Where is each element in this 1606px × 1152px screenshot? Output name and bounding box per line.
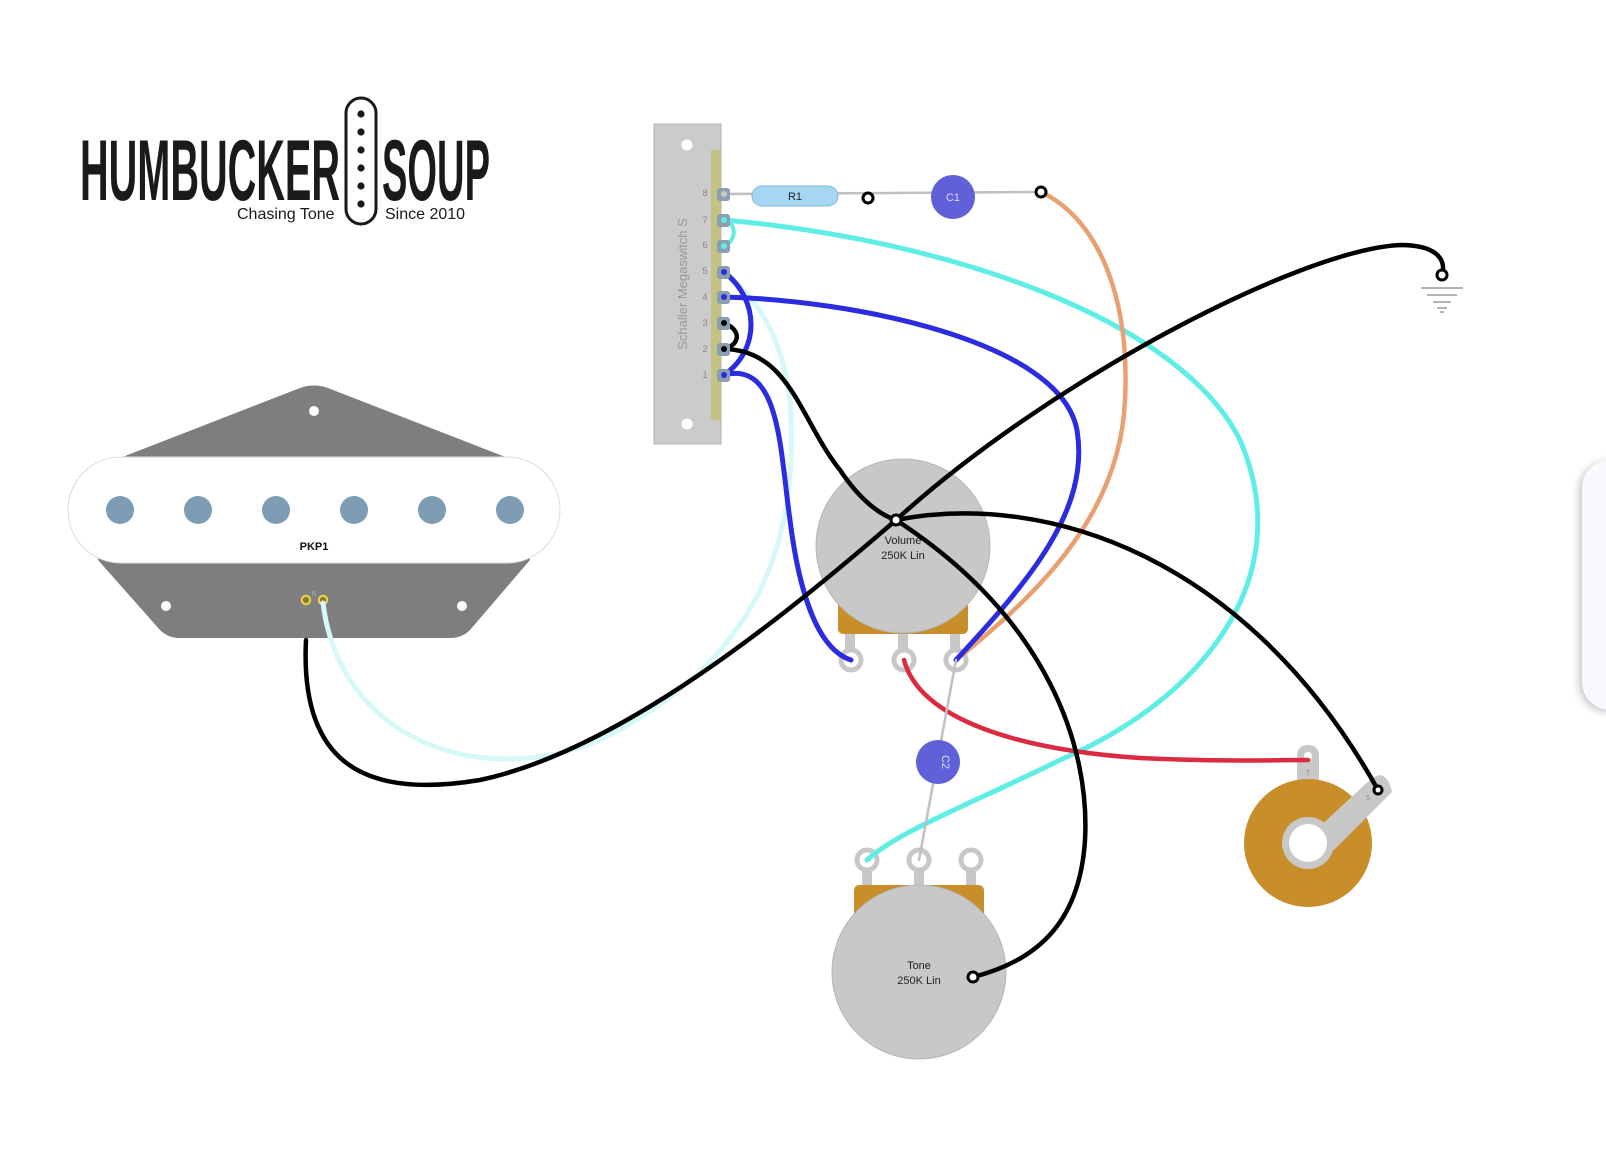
volume-pot-body <box>815 458 991 634</box>
switch-pins[interactable] <box>717 188 730 382</box>
pole-piece-icon <box>262 496 290 524</box>
pin-label: 1 <box>702 370 707 380</box>
jack-center-hole <box>1289 824 1327 862</box>
mount-hole-right <box>457 601 467 611</box>
solder-point <box>861 191 875 205</box>
volume-pot[interactable]: Volume 250K Lin <box>815 458 991 673</box>
pickup-label: PKP1 <box>300 541 329 553</box>
capacitor-c1[interactable]: C1 <box>931 175 975 219</box>
volume-pot-name: Volume <box>885 535 922 547</box>
resistor-body <box>751 185 839 207</box>
logo-pickup-poles-icon <box>357 110 365 208</box>
capacitor-label: C2 <box>939 755 951 769</box>
pin-label: 2 <box>702 344 707 354</box>
wire-orange[interactable] <box>953 189 1128 663</box>
ground-icon <box>1421 287 1463 313</box>
logo-brand-right: SOUP <box>382 123 490 219</box>
switch-mount-hole <box>681 418 693 430</box>
pole-piece-icon <box>496 496 524 524</box>
tone-lugs <box>862 860 976 900</box>
wire-blue[interactable] <box>721 294 1082 663</box>
mount-hole-top <box>309 406 319 416</box>
tone-lug-3[interactable] <box>958 847 984 873</box>
pole-piece-icon <box>184 496 212 524</box>
megaswitch[interactable]: Schaller Megaswitch S 8 7 6 5 4 3 2 1 <box>653 123 722 445</box>
tone-pot[interactable]: Tone 250K Lin <box>831 847 1007 1060</box>
wire-black[interactable] <box>303 242 1446 788</box>
logo-tagline-left: Chasing Tone <box>237 206 335 223</box>
pole-piece-icon <box>106 496 134 524</box>
jack-sleeve-lug <box>1318 775 1392 850</box>
capacitor-c2[interactable]: C2 <box>916 740 960 784</box>
solder-point <box>966 970 980 984</box>
tone-pot-value: 250K Lin <box>897 975 940 987</box>
capacitor-body <box>916 740 960 784</box>
pin-label: 7 <box>702 215 707 225</box>
logo-tagline-right: Since 2010 <box>385 206 465 223</box>
wire-red[interactable] <box>901 657 1311 763</box>
pickup-cover <box>67 456 561 564</box>
tone-pot-name: Tone <box>907 960 931 972</box>
wire-black[interactable] <box>721 346 899 523</box>
wires <box>303 189 1446 980</box>
jack-sleeve-label: S <box>1366 795 1371 802</box>
pickup-lead-terminal[interactable] <box>300 594 312 606</box>
solder-point <box>1372 784 1384 796</box>
logo-pickup-outline <box>344 96 378 226</box>
wire-blue[interactable] <box>721 370 854 663</box>
wire-light-cyan[interactable] <box>320 269 794 762</box>
pin-label: 6 <box>702 240 707 250</box>
pin-label: 8 <box>702 188 707 198</box>
solder-point <box>889 513 903 527</box>
wire-blue-jumper[interactable] <box>721 269 754 378</box>
jack-tip-label: T <box>1306 770 1311 777</box>
tone-pot-body <box>831 884 1007 1060</box>
switch-contact-strip <box>711 150 721 420</box>
pole-piece-icon <box>340 496 368 524</box>
side-panel-handle[interactable] <box>1582 460 1606 710</box>
switch-body <box>653 123 722 445</box>
resistor-label: R1 <box>788 191 802 203</box>
resistor-r1[interactable]: R1 <box>751 185 839 207</box>
pole-piece-icon <box>418 496 446 524</box>
pin-label: 5 <box>702 266 707 276</box>
volume-pot-value: 250K Lin <box>881 550 924 562</box>
switch-mount-hole <box>681 139 693 151</box>
switch-pin-labels: 8 7 6 5 4 3 2 1 <box>702 188 707 380</box>
volume-lugs <box>845 620 960 660</box>
solder-point <box>1034 185 1048 199</box>
pole-pieces <box>106 496 524 524</box>
humbucker-soup-logo: HUMBUCKER SOUP Chasing Tone Since 2010 <box>80 96 490 226</box>
mount-hole-left <box>161 601 171 611</box>
pickup-lead-label: N <box>311 591 316 598</box>
wire-black[interactable] <box>893 517 1088 980</box>
pickup-pkp1[interactable]: PKP1 N <box>67 385 561 639</box>
output-jack[interactable]: T S <box>1244 745 1392 907</box>
wire-cyan[interactable] <box>721 217 1261 863</box>
pin-label: 4 <box>702 292 707 302</box>
solder-point <box>1435 268 1449 282</box>
pin-label: 3 <box>702 318 707 328</box>
capacitor-body <box>931 175 975 219</box>
capacitor-label: C1 <box>946 192 960 204</box>
solder-points <box>861 185 1449 984</box>
switch-label: Schaller Megaswitch S <box>675 218 690 350</box>
logo-brand-left: HUMBUCKER <box>80 123 340 219</box>
wire-black[interactable] <box>893 511 1381 793</box>
